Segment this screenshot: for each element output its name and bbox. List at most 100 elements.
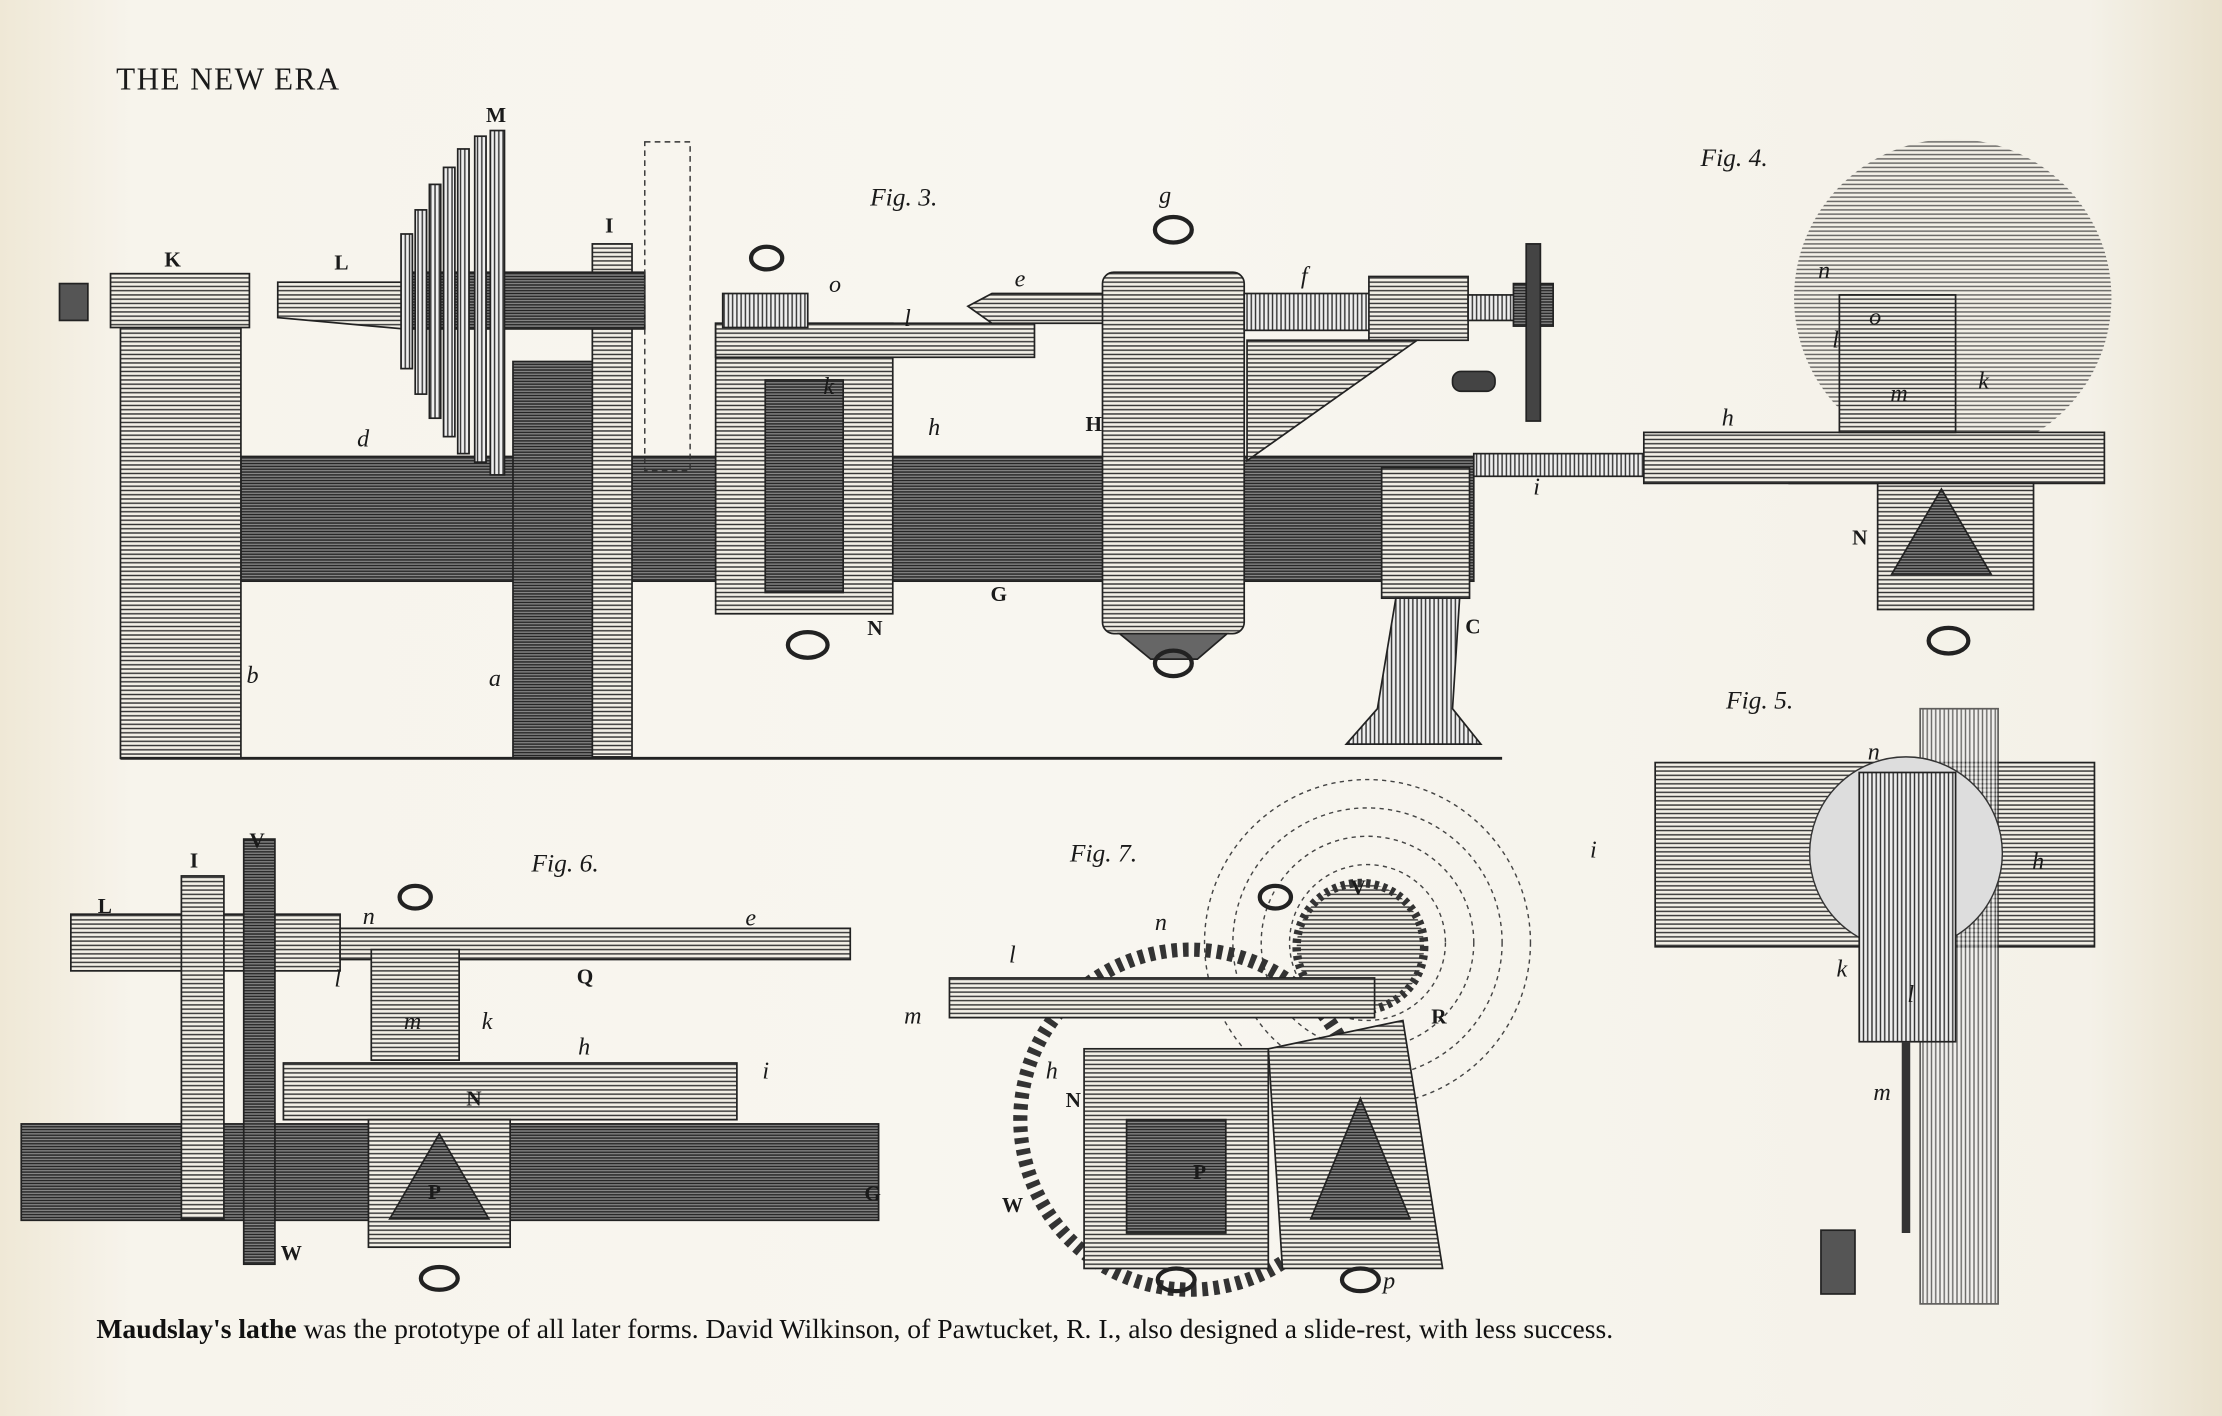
upright-I — [180, 875, 225, 1220]
label: N — [1066, 1088, 1082, 1112]
label: m — [1873, 1080, 1890, 1106]
label: n — [1155, 910, 1167, 936]
label: G — [864, 1181, 881, 1205]
fig7-title: Fig. 7. — [1069, 839, 1137, 868]
label: P — [428, 1180, 441, 1204]
caption: Maudslay's lathe was the prototype of al… — [96, 1313, 1613, 1344]
handle-icon — [397, 883, 433, 911]
label: h — [928, 415, 940, 441]
label: Q — [577, 965, 594, 989]
label: l — [1009, 942, 1016, 968]
cone-pulley-M — [400, 129, 506, 476]
tool-post — [370, 948, 460, 1061]
label: o — [1869, 305, 1881, 331]
label: G — [991, 582, 1008, 606]
label: n — [1868, 740, 1880, 766]
caption-text: was the prototype of all later forms. Da… — [297, 1313, 1613, 1344]
label: H — [1085, 412, 1102, 436]
handle-icon — [1926, 625, 1971, 656]
headstock-K — [109, 272, 251, 329]
label: k — [823, 374, 835, 400]
tool-post — [1838, 294, 1957, 434]
label: f — [1301, 264, 1311, 290]
label: e — [1015, 266, 1026, 292]
label: a — [489, 666, 501, 692]
label: h — [578, 1034, 590, 1060]
cross-slide-h — [282, 1062, 738, 1121]
label: p — [1381, 1268, 1395, 1294]
hand-screw — [1525, 243, 1542, 422]
headstock-support — [512, 360, 599, 760]
label: i — [762, 1059, 769, 1085]
label: l — [904, 306, 911, 332]
label: e — [745, 906, 756, 932]
pedestal-C — [1344, 597, 1483, 745]
dashed-outline — [644, 141, 691, 472]
tool-rest-l — [948, 977, 1376, 1019]
label: n — [1818, 258, 1830, 284]
label: h — [2032, 849, 2044, 875]
handle-icon — [1257, 883, 1294, 911]
fig4-slide-rest: Fig. 4. n o l m k h N — [1451, 139, 2112, 656]
label: K — [164, 248, 181, 272]
label: k — [1978, 368, 1990, 394]
left-standard — [119, 318, 242, 760]
label: i — [1533, 475, 1540, 501]
label: N — [466, 1086, 482, 1110]
gear-rack-V — [242, 838, 276, 1266]
crank-handle — [1451, 370, 1496, 393]
label: N — [1852, 525, 1868, 549]
handle-icon — [1152, 648, 1194, 679]
fig5-plan-view: Fig. 5. n i h l k m — [1590, 686, 2096, 1305]
handle-icon — [1155, 1266, 1197, 1294]
label: i — [1590, 838, 1597, 864]
crank-handle — [1820, 1229, 1856, 1295]
label: N — [867, 616, 883, 640]
label: R — [1431, 1004, 1447, 1028]
center-e — [966, 292, 1107, 325]
screw-handle-icon — [785, 630, 830, 660]
label: k — [1837, 957, 1849, 983]
label: l — [1832, 327, 1839, 353]
fig3-labels: Fig. 3. M K L I o l e g f k h d H G N b … — [164, 103, 1540, 692]
running-header: THE NEW ERA — [116, 61, 340, 96]
fig7-end-view: Fig. 7. V n l m R h N P W p — [904, 778, 1532, 1297]
bracket — [1246, 339, 1420, 463]
pedestal-C-top — [1380, 466, 1471, 600]
label: W — [1002, 1193, 1023, 1217]
fig3-title: Fig. 3. — [869, 183, 937, 212]
shaft-i — [1472, 452, 1659, 478]
screw-f — [1243, 292, 1373, 332]
label: n — [363, 904, 375, 930]
tailstock-H — [1101, 271, 1246, 635]
triangle-P — [388, 1132, 491, 1220]
label: g — [1159, 183, 1171, 209]
label: V — [249, 829, 265, 853]
label: o — [829, 272, 841, 298]
handle-g-icon — [1152, 214, 1194, 245]
label: W — [281, 1241, 302, 1265]
cone-L — [276, 281, 405, 330]
caption-bold: Maudslay's lathe — [96, 1313, 296, 1344]
label: I — [190, 848, 198, 872]
label: d — [357, 427, 370, 453]
cross-slide-h — [1642, 431, 2106, 485]
label: I — [605, 214, 613, 238]
fig4-title: Fig. 4. — [1700, 143, 1768, 172]
label: h — [1046, 1059, 1058, 1085]
label: b — [247, 663, 259, 689]
fig5-title: Fig. 5. — [1725, 686, 1793, 715]
spindle-end — [58, 282, 89, 322]
handle-icon — [418, 1264, 460, 1292]
label: k — [482, 1009, 494, 1035]
fig6-title: Fig. 6. — [530, 849, 598, 878]
label: C — [1465, 615, 1480, 639]
tool-slide-l — [1858, 771, 1957, 1043]
tool-holder-o — [721, 292, 809, 329]
label: L — [334, 250, 348, 274]
label: l — [1907, 982, 1914, 1008]
label: m — [904, 1003, 921, 1029]
label: L — [98, 894, 112, 918]
